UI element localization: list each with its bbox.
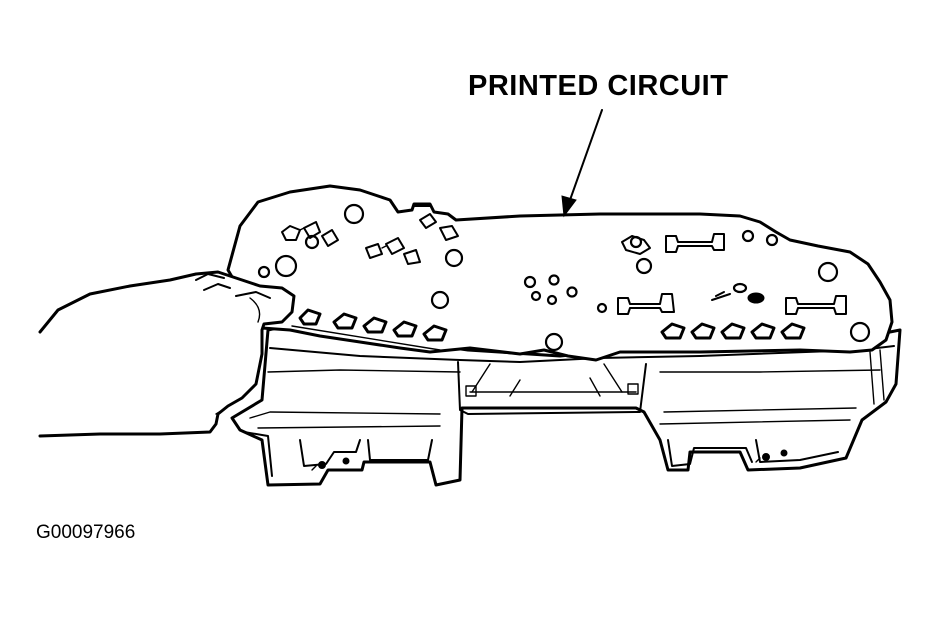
printed-circuit-board xyxy=(226,184,894,362)
figure-id-label: G00097966 xyxy=(36,522,136,543)
cluster-housing xyxy=(230,323,902,487)
arrow-down-left-icon xyxy=(561,109,603,218)
printed-circuit-callout-label: PRINTED CIRCUIT xyxy=(468,70,729,102)
hand-illustration xyxy=(38,270,296,438)
